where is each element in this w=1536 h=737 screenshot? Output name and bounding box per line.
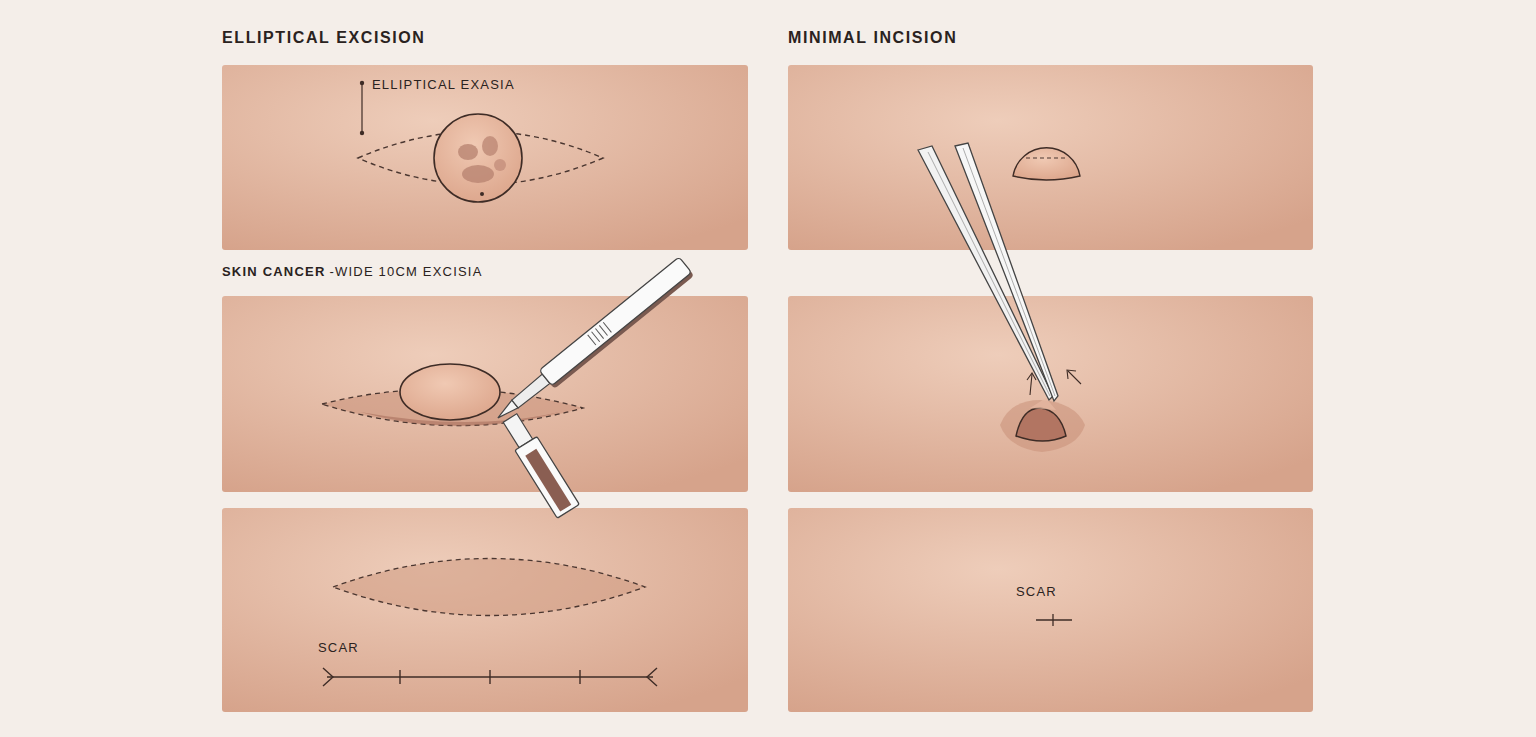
scar-label: SCAR [318, 640, 359, 656]
column-heading: ELLIPTICAL EXCISION [222, 28, 425, 47]
section-heading: SKIN CANCER [222, 264, 325, 280]
lesion-ellipse [358, 81, 603, 202]
column-heading: MINIMAL INCISION [788, 28, 957, 47]
skin-panel: MINIMAL INCISION [788, 65, 1313, 250]
skin-panel: ELLIPTICAL EXCISIONELLIPTICAL EXASIA [222, 65, 748, 250]
skin-panel: SCAR [788, 508, 1313, 712]
skin-panel: SCAR [222, 508, 748, 712]
callout-label: ELLIPTICAL EXASIA [372, 77, 515, 93]
skin-panels [222, 65, 1313, 712]
minimal-incision [918, 143, 1085, 452]
long-scar [323, 559, 657, 687]
scar-label: SCAR [1016, 584, 1057, 600]
section-subheading: -WIDE 10CM EXCISIA [329, 264, 482, 280]
wide-excision [322, 257, 694, 518]
skin-panel: SKIN CANCER-WIDE 10CM EXCISIA [222, 296, 748, 492]
small-scar [1036, 614, 1072, 626]
